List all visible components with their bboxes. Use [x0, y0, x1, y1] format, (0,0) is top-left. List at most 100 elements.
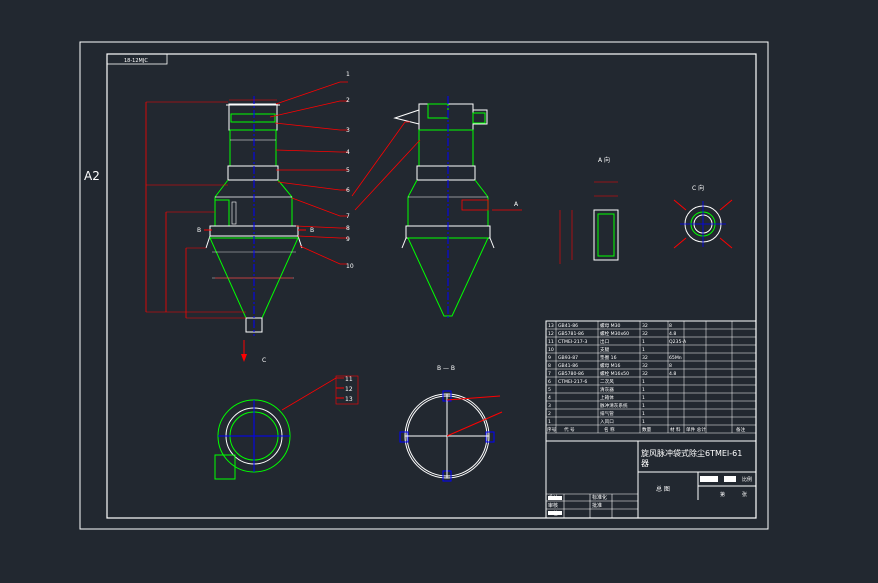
bom-cell-name: 排气管	[600, 410, 614, 417]
bom-cell-material: 65Mn	[669, 355, 682, 361]
sheet-outer-border	[79, 41, 769, 530]
view-arrow-c: C	[262, 357, 266, 364]
sheet-size-label: A2	[84, 169, 100, 183]
title-block-of: 第	[720, 491, 725, 498]
lower-part-number: 11	[345, 376, 353, 383]
view-label-a: A 向	[598, 156, 610, 164]
bom-cell-code: GB93-87	[558, 355, 578, 361]
drawing-number: 18-12MJC	[124, 58, 148, 64]
bom-cell-no: 8	[548, 363, 551, 369]
bom-cell-qty: 1	[642, 403, 645, 409]
bom-cell-qty: 1	[642, 347, 645, 353]
part-number: 6	[346, 187, 350, 194]
bom-header-code: 代 号	[564, 426, 575, 433]
bom-cell-no: 2	[548, 411, 551, 417]
part-number: 10	[346, 263, 354, 270]
bom-cell-qty: 1	[642, 339, 645, 345]
bom-header-weight: 单件 总计	[686, 426, 706, 433]
bom-cell-no: 5	[548, 387, 551, 393]
part-leaders	[269, 81, 348, 265]
bom-cell-name: 螺栓 M30x60	[600, 330, 629, 337]
view-a	[559, 181, 619, 264]
bom-cell-code: CTMEI-217-3	[558, 339, 587, 345]
top-section-view	[214, 375, 359, 480]
bom-cell-name: 出口	[600, 338, 610, 345]
bom-cell-name: 上箱体	[600, 394, 614, 401]
title-block-drawing-type: 总 图	[656, 485, 670, 493]
drawing-frame	[106, 53, 757, 519]
bom-cell-code: GB5780-86	[558, 371, 584, 377]
bom-cell-qty: 32	[642, 323, 648, 329]
bom-cell-no: 1	[548, 419, 551, 425]
bom-cell-no: 13	[548, 323, 554, 329]
part-number: 2	[346, 97, 350, 104]
view-label-c: C 向	[692, 184, 704, 192]
bom-cell-name: 脉冲清灰系统	[600, 402, 628, 409]
bom-cell-name: 螺栓 M16x50	[600, 370, 629, 377]
title-block-designer: 设计	[548, 494, 558, 501]
part-number: 9	[346, 236, 350, 243]
side-view	[351, 96, 522, 320]
bom-cell-qty: 32	[642, 355, 648, 361]
bom-cell-qty: 1	[642, 411, 645, 417]
bom-cell-qty: 1	[642, 387, 645, 393]
bom-header-qty: 数量	[642, 426, 652, 433]
title-block-subtitle: 器	[641, 459, 649, 468]
front-inlet	[214, 199, 230, 227]
bom-cell-code: GB41-86	[558, 323, 578, 329]
bom-cell-name: 清灰器	[600, 386, 614, 393]
front-top-box	[228, 103, 278, 131]
part-number: 7	[346, 213, 350, 220]
part-number: 8	[346, 225, 350, 232]
bom-cell-name: 垫圈 16	[600, 354, 617, 361]
part-number: 5	[346, 167, 350, 174]
bom-cell-no: 12	[548, 331, 554, 337]
bom-cell-name: 支腿	[600, 346, 610, 353]
title-block-process: 工艺	[548, 511, 558, 517]
bom-cell-no: 7	[548, 371, 551, 377]
bom-cell-no: 6	[548, 379, 551, 385]
section-bb-view	[399, 390, 503, 482]
bom-cell-name: 螺母 M30	[600, 322, 621, 329]
bom-cell-material: Q235-A	[669, 339, 687, 345]
bom-cell-name: 螺母 M16	[600, 362, 621, 369]
title-block-approve: 批准	[592, 502, 602, 509]
bom-header-material: 材 料	[670, 426, 681, 433]
part-number: 4	[346, 149, 350, 156]
bom-cell-material: 8	[669, 363, 672, 369]
front-view	[145, 96, 303, 362]
bom-cell-qty: 32	[642, 363, 648, 369]
drawing-number-box	[106, 53, 168, 65]
lower-part-number: 12	[345, 386, 353, 393]
bom-cell-code: CTMEI-217-6	[558, 379, 587, 385]
part-number-labels: 1 2 3 4 5 6 7 8 9 10	[346, 71, 354, 270]
bom-cell-material: 4.8	[669, 331, 676, 337]
bom-cell-qty: 1	[642, 419, 645, 425]
bom-cell-no: 11	[548, 339, 554, 345]
title-block	[545, 440, 757, 519]
bom-cell-qty: 1	[642, 379, 645, 385]
section-marker-b-right: B	[310, 227, 314, 234]
section-bb-label: B — B	[437, 365, 455, 372]
lower-part-number: 13	[345, 396, 353, 403]
title-block-title: 旋风脉冲袋式除尘6TMEI-61	[641, 448, 742, 458]
part-number: 1	[346, 71, 350, 78]
bom-header-name: 名 称	[604, 426, 615, 433]
bom-cell-qty: 32	[642, 331, 648, 337]
bom-cell-material: 4.8	[669, 371, 676, 377]
bom-cell-name: 入风口	[600, 419, 614, 425]
bom-cell-qty: 1	[642, 395, 645, 401]
bom-cell-name: 二次风	[600, 378, 614, 385]
section-marker-b-left: B	[197, 227, 201, 234]
front-upper-body	[229, 129, 277, 167]
bom-cell-no: 3	[548, 403, 551, 409]
bom-header-no: 序号	[547, 426, 557, 433]
bom-header-note: 备注	[736, 426, 746, 433]
bom-cell-no: 10	[548, 347, 554, 353]
bom-cell-no: 9	[548, 355, 551, 361]
view-arrow-a: A	[514, 201, 519, 208]
title-block-standard: 标准化	[592, 494, 607, 501]
title-block-checker: 审核	[548, 502, 558, 509]
